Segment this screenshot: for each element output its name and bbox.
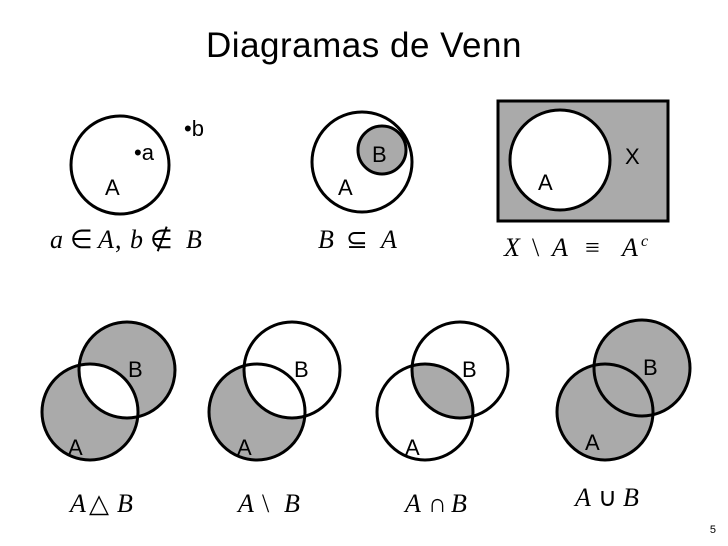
set-b-label: B bbox=[128, 357, 143, 382]
set-a-outline bbox=[40, 362, 140, 462]
set-b-label: B bbox=[294, 357, 309, 382]
set-b-outline bbox=[242, 320, 342, 420]
caption-a: a bbox=[50, 225, 63, 254]
set-b-label: B bbox=[372, 142, 387, 167]
set-a-outline bbox=[555, 362, 655, 462]
set-b-circle bbox=[594, 320, 690, 416]
set-a-label: A bbox=[538, 170, 553, 195]
difference-diagram: B A A \ B bbox=[207, 320, 342, 518]
caption-A: A bbox=[236, 489, 254, 518]
caption-op: ∩ bbox=[428, 489, 447, 518]
page-number: 5 bbox=[709, 524, 716, 536]
set-b-circle bbox=[356, 124, 408, 176]
caption-A: A bbox=[403, 489, 421, 518]
difference-caption: A \ B bbox=[236, 489, 300, 518]
set-a-outline bbox=[207, 362, 307, 462]
caption-op: \ bbox=[262, 489, 270, 518]
set-b-outline bbox=[592, 318, 692, 418]
caption-in: ∈ bbox=[70, 225, 93, 254]
caption-op2: ≡ bbox=[585, 233, 600, 262]
complement-caption: X \ A ≡ A c bbox=[503, 233, 648, 262]
complement-diagram: A X X \ A ≡ A c bbox=[496, 99, 670, 262]
caption-op: ∪ bbox=[598, 483, 617, 512]
symdiff-caption: A △ B bbox=[68, 489, 133, 518]
slide-title: Diagramas de Venn bbox=[206, 26, 522, 65]
subset-caption: B ⊆ A bbox=[318, 225, 397, 254]
union-diagram: B A A ∪ B bbox=[555, 318, 692, 512]
caption-op1: \ bbox=[532, 233, 540, 262]
intersection-diagram: B A A ∩ B bbox=[375, 320, 510, 518]
set-a-label: A bbox=[585, 430, 600, 455]
caption-X: X bbox=[503, 233, 521, 262]
caption-A2: A bbox=[620, 233, 638, 262]
set-b-outline bbox=[77, 320, 177, 420]
set-b-outline bbox=[410, 320, 510, 420]
set-a-label: A bbox=[237, 435, 252, 460]
element-a-label: •a bbox=[134, 140, 155, 165]
set-a-label: A bbox=[68, 435, 83, 460]
element-b-label: •b bbox=[184, 116, 204, 141]
caption-op: ⊆ bbox=[346, 225, 368, 254]
membership-diagram: A •a •b a ∈ A , b ∉ B bbox=[50, 114, 204, 254]
caption-B: B bbox=[318, 225, 334, 254]
caption-A: A bbox=[96, 225, 114, 254]
caption-b: b bbox=[130, 225, 143, 254]
caption-sup: c bbox=[641, 233, 648, 250]
set-a-label: A bbox=[405, 435, 420, 460]
symdiff-diagram: B A A △ B bbox=[40, 320, 177, 518]
intersection-caption: A ∩ B bbox=[403, 489, 467, 518]
caption-B: B bbox=[284, 489, 300, 518]
caption-A: A bbox=[573, 483, 591, 512]
set-a-circle bbox=[508, 108, 612, 212]
set-b-label: B bbox=[462, 357, 477, 382]
subset-diagram: B A B ⊆ A bbox=[310, 110, 414, 254]
caption-op: △ bbox=[89, 489, 109, 518]
caption-B: B bbox=[451, 489, 467, 518]
caption-A: A bbox=[68, 489, 86, 518]
caption-A1: A bbox=[550, 233, 568, 262]
caption-notin: ∉ bbox=[150, 225, 173, 254]
set-b-circle bbox=[244, 322, 340, 418]
set-b-label: B bbox=[643, 355, 658, 380]
caption-A: A bbox=[379, 225, 397, 254]
caption-comma: , bbox=[115, 225, 122, 254]
universe-label: X bbox=[625, 144, 640, 169]
set-a-outline bbox=[375, 362, 475, 462]
set-a-label: A bbox=[105, 175, 120, 200]
caption-B: B bbox=[623, 483, 639, 512]
set-a-label: A bbox=[338, 175, 353, 200]
caption-B: B bbox=[186, 225, 202, 254]
set-a-circle bbox=[69, 114, 171, 216]
union-caption: A ∪ B bbox=[573, 483, 639, 512]
membership-caption: a ∈ A , b ∉ B bbox=[50, 225, 202, 254]
caption-B: B bbox=[117, 489, 133, 518]
